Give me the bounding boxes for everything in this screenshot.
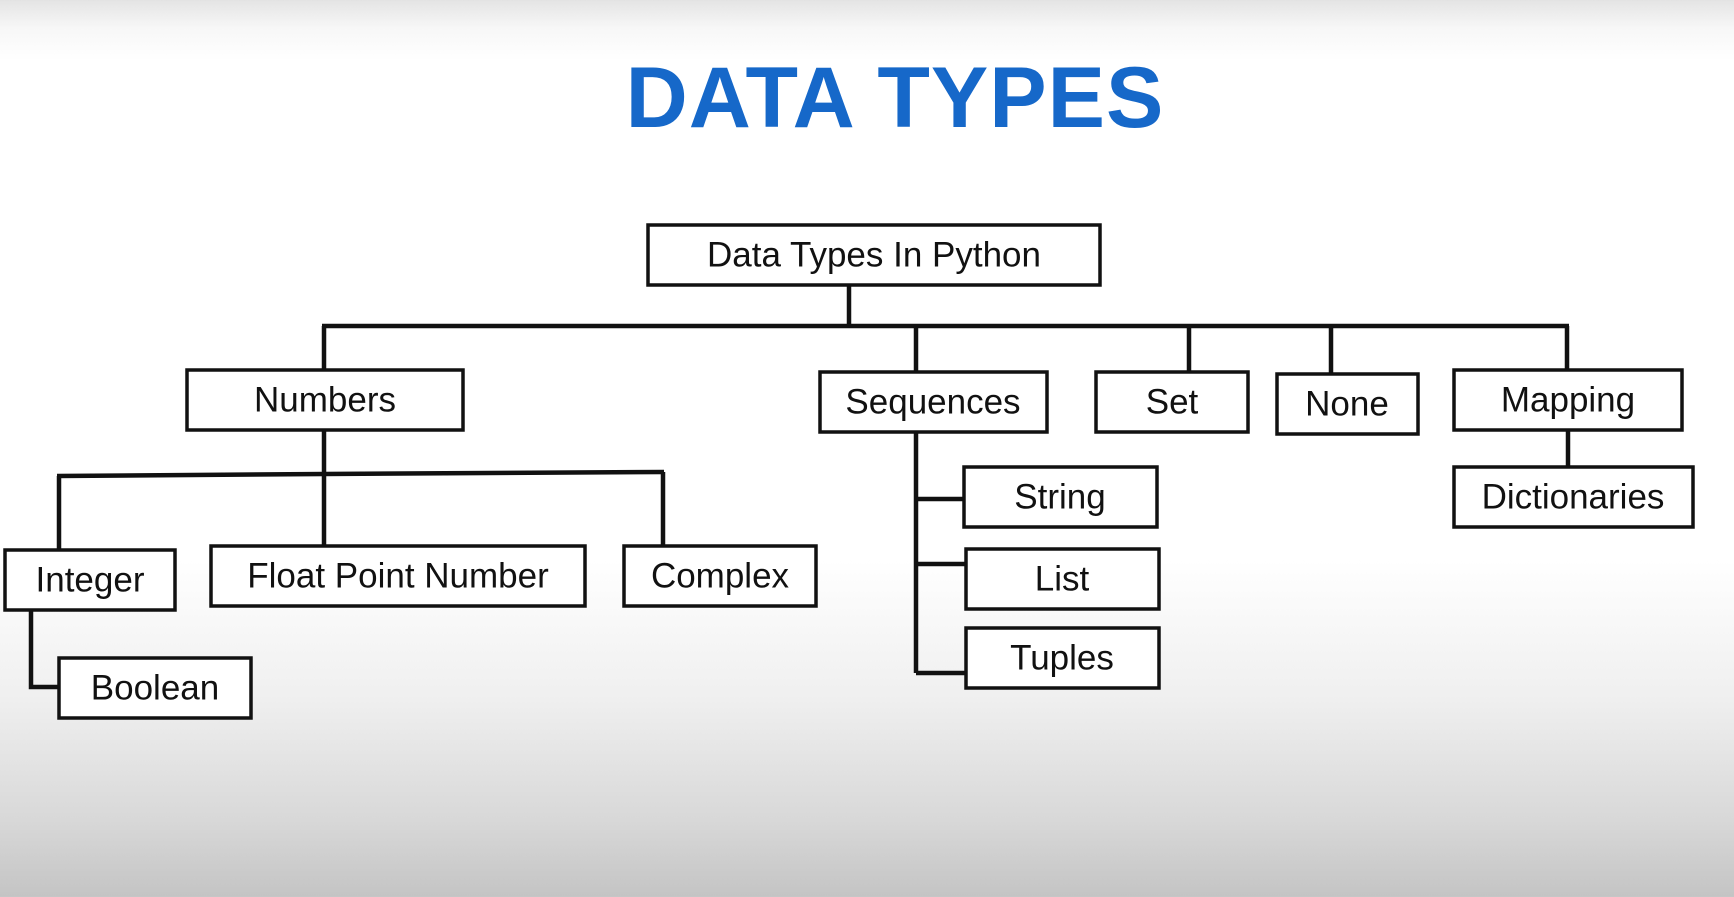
node-sequences-label: Sequences bbox=[845, 383, 1020, 422]
node-none-label: None bbox=[1305, 385, 1389, 424]
node-list: List bbox=[964, 547, 1161, 611]
node-dictionaries-label: Dictionaries bbox=[1482, 478, 1665, 517]
node-float-label: Float Point Number bbox=[247, 557, 549, 596]
node-root-label: Data Types In Python bbox=[707, 236, 1041, 275]
node-integer-label: Integer bbox=[36, 561, 145, 600]
node-mapping-label: Mapping bbox=[1501, 381, 1635, 420]
node-none: None bbox=[1275, 372, 1420, 436]
node-tuples: Tuples bbox=[964, 626, 1161, 690]
node-boolean: Boolean bbox=[57, 656, 253, 720]
node-set: Set bbox=[1094, 370, 1250, 434]
node-complex-label: Complex bbox=[651, 557, 790, 596]
node-boolean-label: Boolean bbox=[91, 669, 219, 708]
node-string-label: String bbox=[1014, 478, 1105, 517]
node-dictionaries: Dictionaries bbox=[1452, 465, 1695, 529]
node-set-label: Set bbox=[1146, 383, 1199, 422]
node-mapping: Mapping bbox=[1452, 368, 1684, 432]
edge-numbers-bus bbox=[56, 469, 665, 479]
node-float: Float Point Number bbox=[209, 544, 587, 608]
node-complex: Complex bbox=[622, 544, 818, 608]
node-root: Data Types In Python bbox=[646, 223, 1102, 287]
node-string: String bbox=[962, 465, 1159, 529]
node-sequences: Sequences bbox=[818, 370, 1049, 434]
node-integer: Integer bbox=[3, 548, 177, 612]
slide-title: DATA TYPES bbox=[625, 50, 1165, 146]
connector-lines bbox=[28, 286, 1571, 690]
node-numbers-label: Numbers bbox=[254, 381, 396, 420]
edge-integer-boolean bbox=[28, 610, 59, 690]
node-numbers: Numbers bbox=[185, 368, 465, 432]
node-list-label: List bbox=[1035, 560, 1090, 599]
node-tuples-label: Tuples bbox=[1010, 639, 1114, 678]
